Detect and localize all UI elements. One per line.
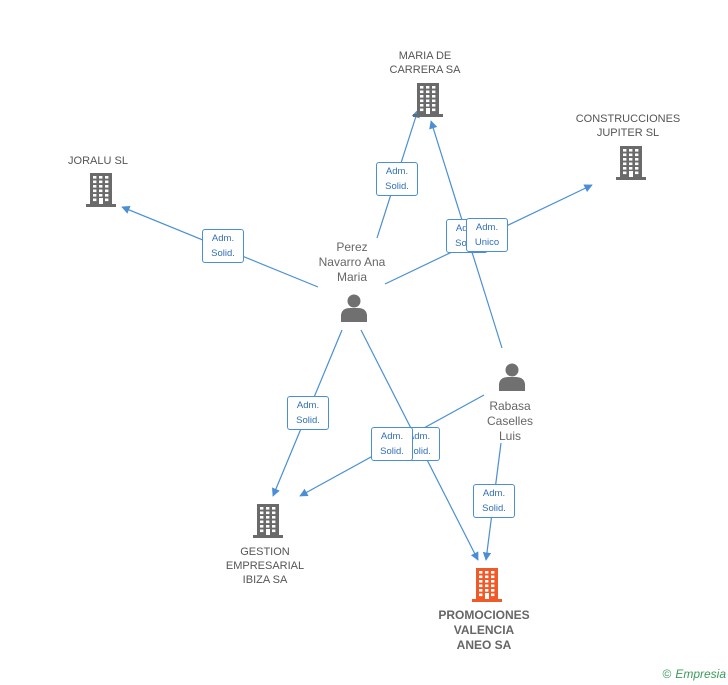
- node-label-rabasa[interactable]: Rabasa Caselles Luis: [486, 399, 534, 443]
- brand-watermark: ©Empresia: [662, 667, 726, 681]
- person-icon[interactable]: [499, 363, 525, 392]
- icon-layer: [86, 83, 646, 602]
- edge-label-perez-to-joralu[interactable]: Adm. Solid.: [202, 229, 244, 263]
- copyright-symbol: ©: [662, 667, 672, 681]
- node-label-gestion[interactable]: GESTION EMPRESARIAL IBIZA SA: [225, 546, 305, 586]
- building-icon[interactable]: [616, 146, 646, 180]
- person-icon[interactable]: [341, 294, 367, 323]
- edge-label-rabasa-to-promociones[interactable]: Adm. Solid.: [473, 484, 515, 518]
- building-icon[interactable]: [413, 83, 443, 117]
- edge-layer: [121, 109, 593, 561]
- building-icon[interactable]: [86, 173, 116, 207]
- brand-name: Empresia: [675, 667, 726, 681]
- node-label-maria[interactable]: MARIA DE CARRERA SA: [389, 50, 461, 76]
- edge-label-rabasa-to-maria[interactable]: Adm. Unico: [466, 218, 508, 252]
- edge-label-rabasa-to-gestion[interactable]: Adm. Solid.: [371, 427, 413, 461]
- node-label-perez[interactable]: Perez Navarro Ana Maria: [318, 240, 386, 284]
- edge-label-perez-to-maria[interactable]: Adm. Solid.: [376, 162, 418, 196]
- node-label-joralu[interactable]: JORALU SL: [68, 155, 128, 167]
- building-icon[interactable]: [472, 568, 502, 602]
- edge-label-perez-to-gestion[interactable]: Adm. Solid.: [287, 396, 329, 430]
- node-label-promociones[interactable]: PROMOCIONES VALENCIA ANEO SA: [438, 608, 530, 652]
- building-icon[interactable]: [253, 504, 283, 538]
- node-label-construcciones[interactable]: CONSTRUCCIONES JUPITER SL: [575, 113, 681, 139]
